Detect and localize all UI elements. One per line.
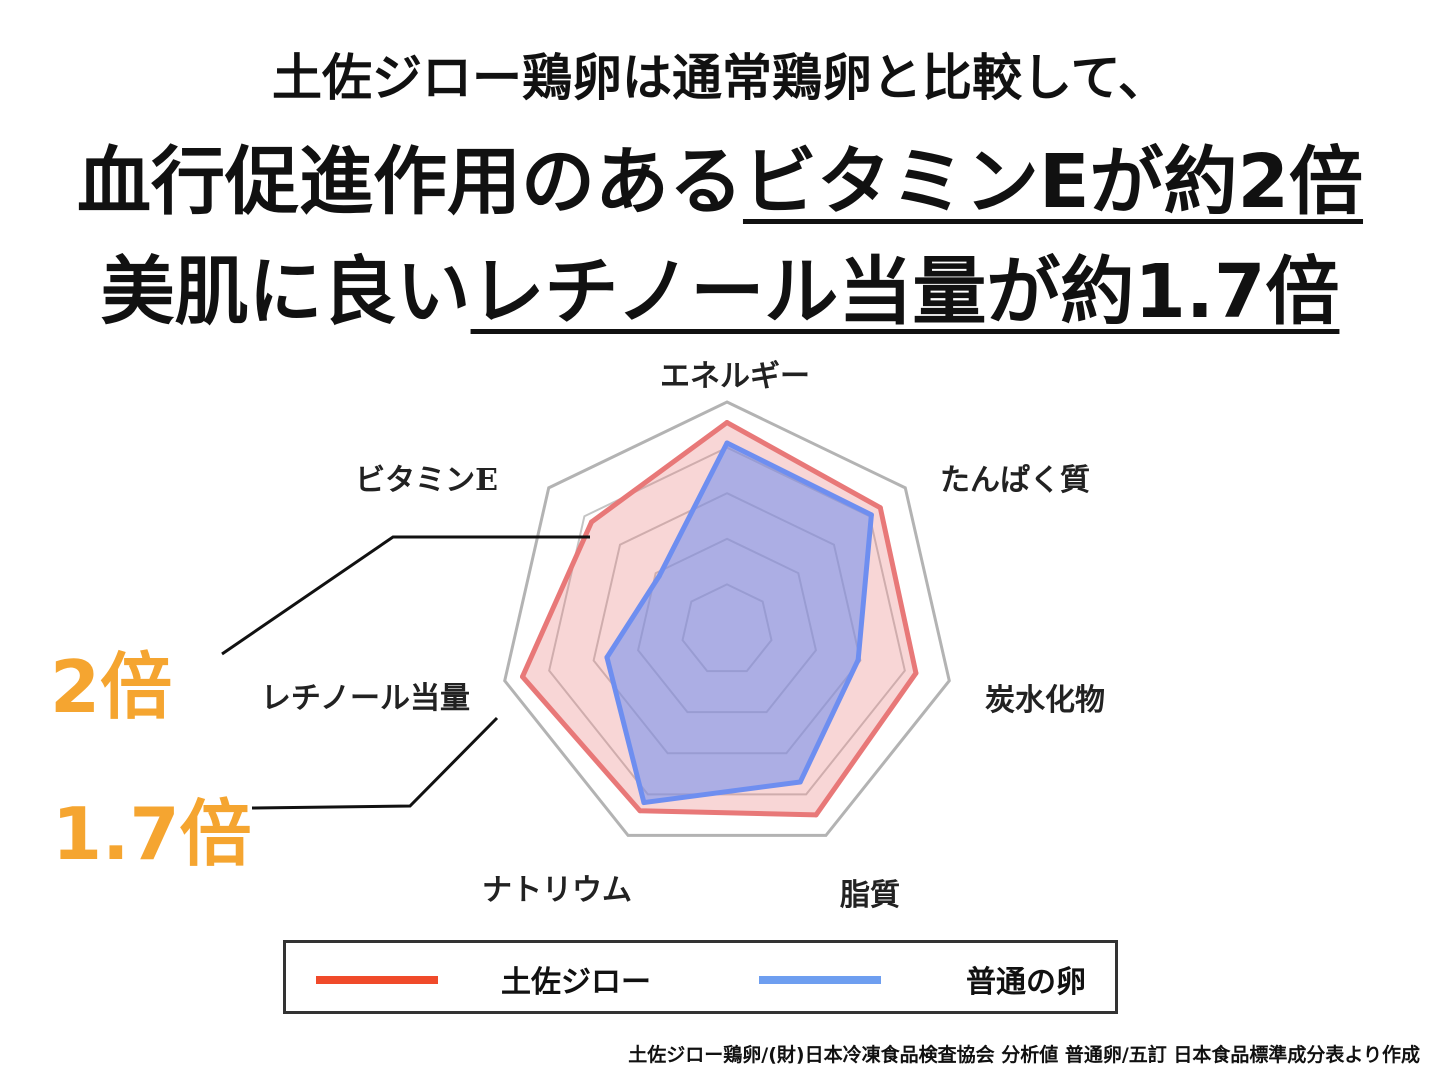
radar-series: [519, 420, 919, 818]
grid-ring-4: [548, 446, 906, 796]
headline-line-3-emphasis: レチノール当量が約1.7倍: [470, 249, 1340, 335]
legend-label-tosa-jiro: 土佐ジロー: [501, 965, 651, 1000]
chart-legend: 土佐ジロー 普通の卵: [283, 940, 1118, 1014]
headline-line-2: 血行促進作用のあるビタミンEが約2倍: [0, 122, 1440, 229]
callout-vitamin-e-ratio: 2倍: [50, 645, 173, 729]
data-point-s0-a2: [913, 670, 919, 676]
source-note: 土佐ジロー鶏卵/(財)日本冷凍食品検査協会 分析値 普通卵/五訂 日本食品標準成…: [628, 1044, 1420, 1066]
headline-line-3-plain: 美肌に良い: [100, 249, 471, 335]
axis-label-6: ビタミンE: [355, 463, 498, 498]
data-point-s0-a1: [877, 505, 883, 511]
grid-ring-5: [503, 400, 951, 837]
callout-line-retinol: [251, 716, 499, 810]
headline-line-3: 美肌に良いレチノール当量が約1.7倍: [0, 232, 1440, 339]
axis-label-4: ナトリウム: [482, 873, 632, 908]
headline-line-2-plain: 血行促進作用のある: [76, 139, 743, 225]
data-point-s0-a4: [637, 808, 643, 814]
axis-label-1: たんぱく質: [940, 463, 1090, 498]
data-point-s1-a4: [641, 800, 647, 806]
data-point-s1-a1: [868, 512, 874, 518]
callout-line-vitamin-e: [221, 535, 590, 656]
headline-line-1: 土佐ジロー鶏卵は通常鶏卵と比較して、: [272, 49, 1168, 107]
data-point-s1-a3: [797, 779, 803, 785]
axis-label-2: 炭水化物: [985, 683, 1105, 718]
legend-swatch-tosa-jiro: [316, 976, 438, 984]
data-point-s0-a0: [724, 420, 730, 426]
legend-swatch-regular-egg: [759, 976, 881, 984]
data-point-s1-a6: [656, 573, 662, 579]
axis-label-5: レチノール当量: [261, 681, 470, 716]
data-point-s0-a3: [813, 812, 819, 818]
data-point-s0-a5: [519, 674, 525, 680]
series-area-1: [604, 440, 874, 806]
data-point-s1-a0: [724, 440, 730, 446]
headline-line-2-emphasis: ビタミンEが約2倍: [742, 139, 1364, 225]
data-point-s0-a6: [589, 519, 595, 525]
legend-label-regular-egg: 普通の卵: [966, 965, 1086, 1000]
axis-label-3: 脂質: [840, 878, 900, 913]
data-point-s1-a5: [604, 654, 610, 660]
axis-label-0: エネルギー: [660, 359, 810, 394]
data-point-s1-a2: [855, 657, 861, 663]
callout-retinol-ratio: 1.7倍: [52, 792, 252, 876]
